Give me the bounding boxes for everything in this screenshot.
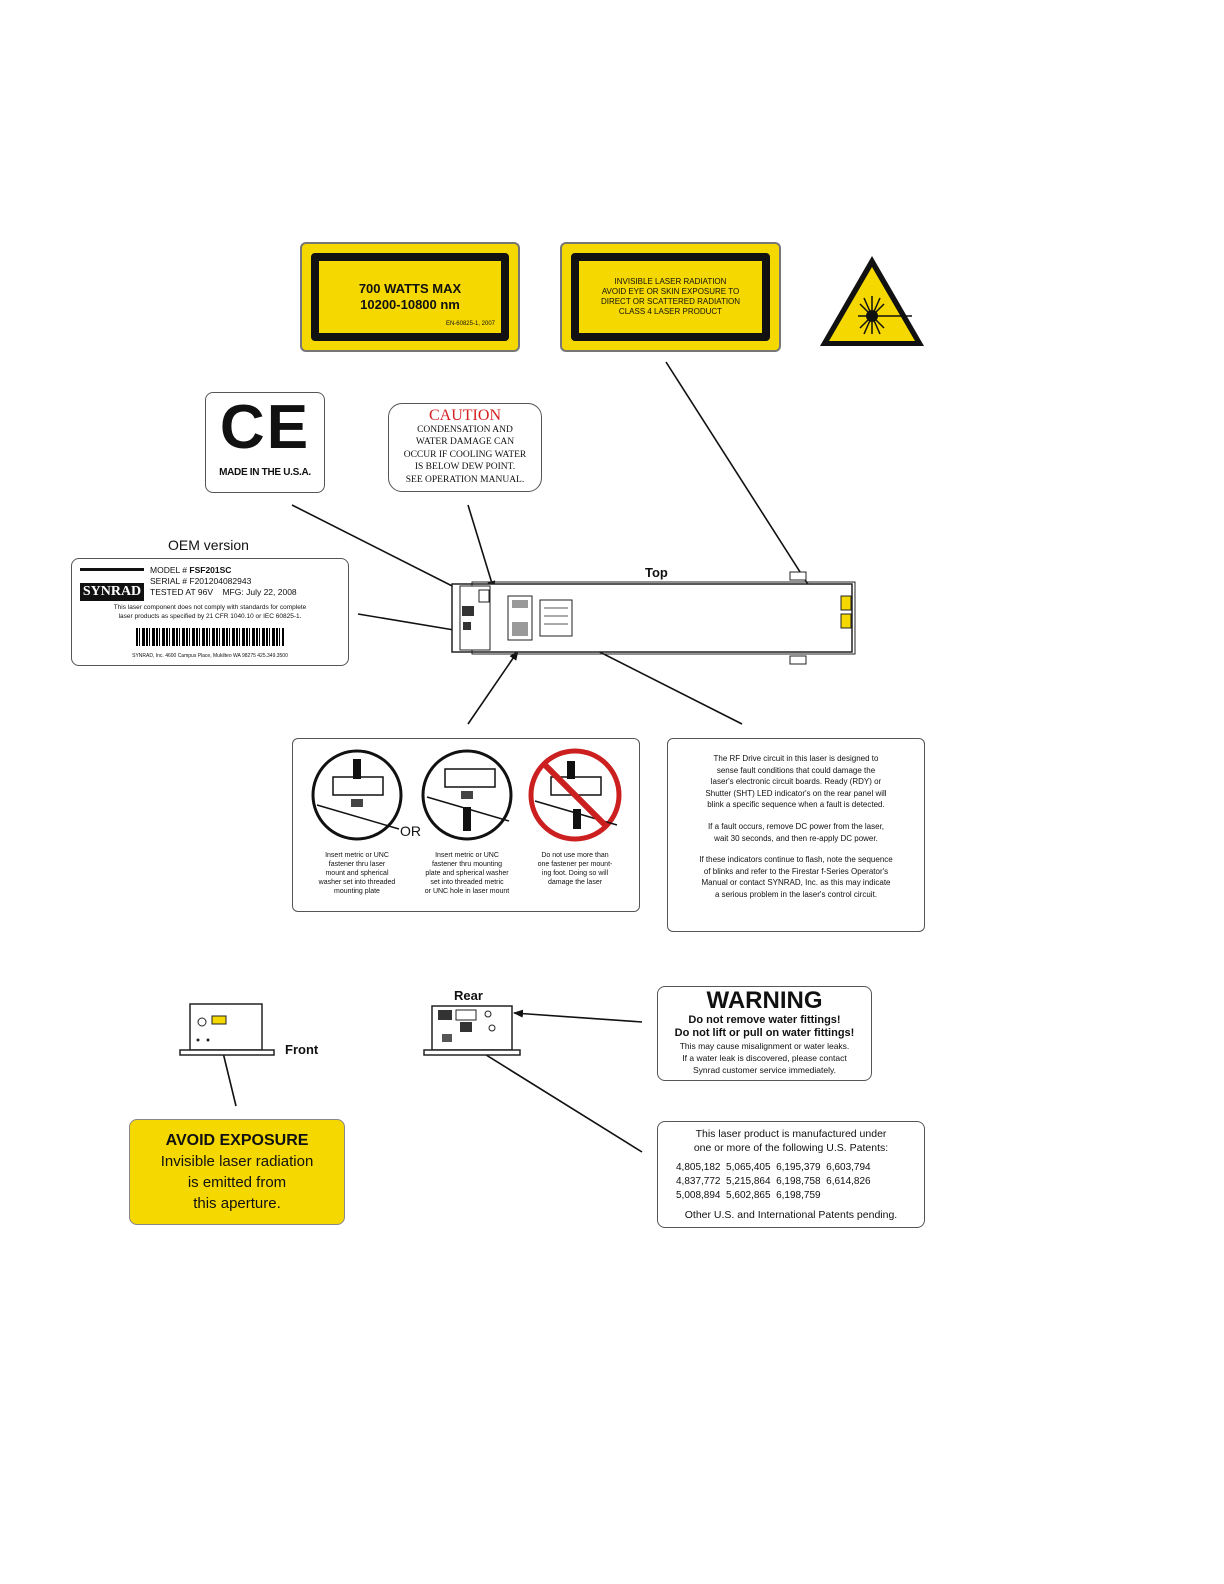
mount-caption-3-line: ing foot. Doing so will [541, 870, 609, 877]
mount-prohibited-icon [528, 748, 622, 842]
warning-title: WARNING [706, 987, 823, 1014]
mount-caption-3-line: damage the laser [547, 879, 603, 886]
laser-top-view [451, 571, 856, 665]
top-view-label: Top [645, 565, 668, 580]
rf-line: The RF Drive circuit in this laser is de… [713, 754, 879, 763]
patent-label: This laser product is manufactured under… [657, 1121, 925, 1228]
radiation-line: INVISIBLE LASER RADIATION [614, 277, 727, 286]
rf-line: laser's electronic circuit boards. Ready… [710, 777, 882, 787]
rf-line: If a fault occurs, remove DC power from … [707, 821, 885, 831]
warning-line: Synrad customer service immediately. [693, 1065, 836, 1075]
arrow-oem-to-top [357, 613, 467, 635]
rf-line: sense fault conditions that could damage… [716, 765, 876, 775]
rf-line: of blinks and refer to the Firestar f-Se… [703, 866, 889, 876]
radiation-line: CLASS 4 LASER PRODUCT [618, 307, 723, 316]
mount-caption-1-line: mounting plate [334, 888, 380, 895]
mount-diagram-1-icon [311, 749, 403, 841]
warning-bold-line: Do not remove water fittings! [688, 1014, 841, 1026]
ce-origin: MADE IN THE U.S.A. [219, 467, 311, 478]
caution-line: WATER DAMAGE CAN [415, 437, 515, 448]
oem-notice-line: laser products as specified by 21 CFR 10… [118, 613, 302, 620]
radiation-label: INVISIBLE LASER RADIATION AVOID EYE OR S… [560, 242, 781, 352]
oem-brand-bar [80, 568, 144, 571]
oem-tested-value: 96V [197, 587, 214, 597]
rear-view-label: Rear [454, 988, 483, 1003]
rf-line: Shutter (SHT) LED indicator's on the rea… [705, 788, 887, 798]
oem-serial-key: SERIAL # [150, 576, 188, 586]
mount-caption-1-line: washer set into threaded [318, 879, 396, 886]
patent-intro-line: This laser product is manufactured under [695, 1128, 887, 1140]
mount-caption-1-line: Insert metric or UNC [325, 852, 389, 859]
rf-line: wait 30 seconds, and then re-apply DC po… [714, 833, 878, 843]
power-label-line2: 10200-10800 nm [360, 297, 460, 312]
oem-label: SYNRAD MODEL # FSF201SC SERIAL # F201204… [71, 558, 349, 666]
power-label: 700 WATTS MAX 10200-10800 nm EN-60825-1,… [300, 242, 520, 352]
arrow-rf-to-top [577, 640, 743, 725]
patent-intro-line: one or more of the following U.S. Patent… [693, 1142, 889, 1154]
mount-or-text: OR [400, 823, 421, 839]
oem-tested-key: TESTED AT [150, 587, 196, 597]
rf-line: blink a specific sequence when a fault i… [707, 800, 885, 810]
mount-caption-3-line: Do not use more than [541, 852, 609, 859]
ce-mark: CE [219, 393, 311, 462]
patent-footer: Other U.S. and International Patents pen… [684, 1209, 898, 1221]
avoid-line: this aperture. [193, 1195, 281, 1212]
mount-caption-2-line: Insert metric or UNC [435, 852, 499, 859]
arrow-caution-to-top [467, 504, 496, 591]
avoid-line: is emitted from [187, 1174, 287, 1191]
oem-serial-value: F201204082943 [189, 576, 252, 586]
arrow-ce-to-top [291, 504, 471, 596]
oem-model-key: MODEL # [150, 565, 188, 575]
arrow-mounting-to-top [467, 650, 519, 725]
caution-line: CONDENSATION AND [417, 425, 513, 435]
avoid-exposure-label: AVOID EXPOSURE Invisible laser radiation… [129, 1119, 345, 1225]
arrow-warning-to-rear [513, 1009, 643, 1023]
mount-caption-2-line: or UNC hole in laser mount [424, 888, 510, 895]
rf-line: Manual or contact SYNRAD, Inc. as this m… [701, 878, 891, 888]
caution-label: CAUTION CONDENSATION AND WATER DAMAGE CA… [388, 403, 542, 492]
patent-row: 4,805,182 5,065,405 6,195,379 6,603,794 [676, 1162, 871, 1173]
radiation-line: DIRECT OR SCATTERED RADIATION [600, 297, 741, 306]
oem-brand: SYNRAD [80, 583, 144, 601]
barcode [136, 628, 284, 646]
warning-line: This may cause misalignment or water lea… [679, 1041, 850, 1051]
front-view-label: Front [285, 1042, 319, 1057]
avoid-line: Invisible laser radiation [160, 1153, 314, 1170]
oem-notice-line: This laser component does not comply wit… [113, 604, 307, 611]
mounting-label: OR Insert metric or UNC fastener thru la… [292, 738, 640, 912]
oem-model-value: FSF201SC [189, 565, 232, 575]
patent-row: 5,008,894 5,602,865 6,198,759 [676, 1190, 821, 1201]
mount-diagram-2-icon [421, 749, 513, 841]
radiation-line: AVOID EYE OR SKIN EXPOSURE TO [601, 287, 740, 296]
patent-row: 4,837,772 5,215,864 6,198,758 6,614,826 [676, 1176, 871, 1187]
power-label-footnote: EN-60825-1, 2007 [445, 321, 495, 327]
laser-front-view [179, 1003, 275, 1056]
ce-label: CE MADE IN THE U.S.A. [205, 392, 325, 493]
mount-caption-1-line: mount and spherical [325, 870, 389, 877]
laser-rear-view [423, 1005, 521, 1056]
warning-bold-line: Do not lift or pull on water fittings! [674, 1027, 855, 1039]
caution-title: CAUTION [429, 407, 501, 424]
mount-caption-2-line: plate and spherical washer [425, 870, 509, 877]
caution-line: SEE OPERATION MANUAL. [405, 474, 525, 485]
arrow-patent-to-rear [461, 1039, 643, 1153]
rf-drive-label: The RF Drive circuit in this laser is de… [667, 738, 925, 932]
laser-hazard-triangle-icon [820, 256, 924, 346]
oem-mfg-value: July 22, 2008 [246, 587, 297, 597]
oem-heading: OEM version [168, 537, 249, 553]
power-label-line1: 700 WATTS MAX [358, 281, 462, 296]
warning-line: If a water leak is discovered, please co… [682, 1053, 847, 1063]
oem-mfg-key: MFG: [222, 587, 244, 597]
mount-caption-2-line: set into threaded metric [430, 879, 504, 886]
mount-caption-2-line: fastener thru mounting [431, 861, 503, 868]
avoid-title: AVOID EXPOSURE [165, 1132, 309, 1149]
mount-caption-3-line: one fastener per mount- [537, 861, 613, 868]
rf-line: If these indicators continue to flash, n… [699, 855, 893, 865]
oem-address: SYNRAD, Inc. 4600 Campus Place, Mukilteo… [132, 653, 288, 659]
mount-caption-1-line: fastener thru laser [328, 861, 386, 868]
caution-line: IS BELOW DEW POINT. [414, 462, 516, 473]
caution-line: OCCUR IF COOLING WATER [403, 449, 527, 460]
rf-line: a serious problem in the laser's control… [714, 889, 878, 899]
warning-label: WARNING Do not remove water fittings! Do… [657, 986, 872, 1081]
